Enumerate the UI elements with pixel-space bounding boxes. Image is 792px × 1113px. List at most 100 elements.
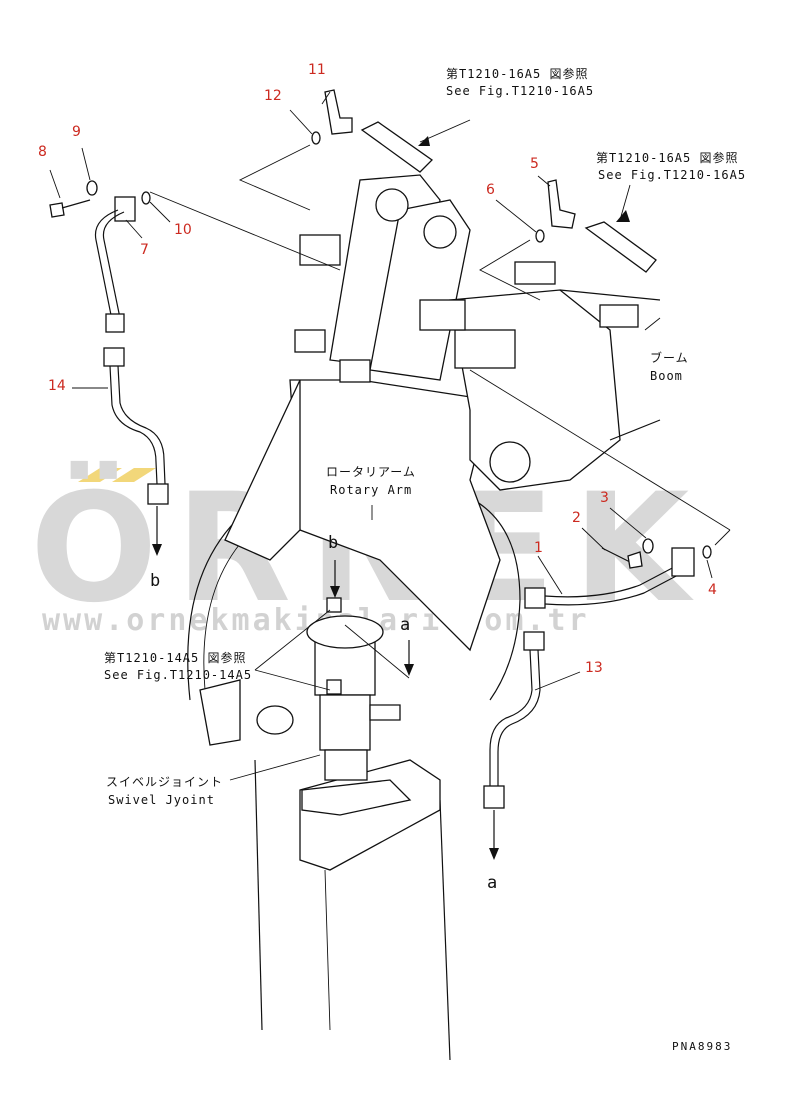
ref-left-leader-2 [254,669,331,691]
bracket-pin-hole-left [375,188,409,222]
column-left-edge [254,759,263,1031]
washer-3 [642,538,654,554]
leader-lines [49,91,731,781]
part-number-3: 3 [600,490,609,506]
oring-4 [702,545,712,559]
leader-1 [537,555,563,595]
washer-9 [86,180,98,196]
side-mount-boss [256,705,294,735]
column-center-edge [324,869,331,1031]
boom-clamp-1 [514,261,556,285]
swivel-label-en: Swivel Jyoint [108,793,215,807]
ref-right-arrow [616,210,630,222]
leader-12 [289,109,313,135]
oring-10 [141,191,151,205]
assembly-line-left [149,191,341,271]
part-number-6: 6 [486,182,495,198]
boom-clamp-2 [599,304,639,328]
rotary-arm-structure [187,174,661,1061]
side-mount-plate [199,679,241,746]
part-number-2: 2 [572,510,581,526]
swivel-label-leader [229,754,321,781]
swivel-side-port [369,704,401,721]
assembly-line-top [238,144,311,211]
leader-2 [581,527,606,551]
ref-top-jp: 第T1210-16A5 図参照 [446,66,588,81]
part-number-4: 4 [708,582,717,598]
tube-7-edge [102,211,125,319]
hose-14-top-fitting [103,347,125,367]
swivel-label-jp: スイベルジョイント [106,775,223,789]
part-number-13: 13 [585,660,603,676]
arrow-a-bottom-head [489,848,499,860]
tube-7-nut [105,313,125,333]
boom-foot-pin [489,441,531,483]
column-head-block [299,759,441,871]
leader-7 [125,219,143,239]
ref-right-jp: 第T1210-16A5 図参照 [596,150,738,165]
boom-bottom-edge [609,419,661,441]
swivel-side-fitting [326,679,342,695]
leader-11 [321,91,331,105]
hose-14-bottom-fitting [147,483,169,505]
boom-label-en: Boom [650,369,683,383]
column-right-edge [439,799,451,1061]
arm-left-plate [224,379,301,561]
ref-top-en: See Fig.T1210-16A5 [446,84,594,98]
hose-14 [109,365,158,485]
reference-labels: 第T1210-16A5 図参照 See Fig.T1210-16A5 第T121… [104,66,745,1053]
tube-1-edge [544,573,681,606]
part-number-14: 14 [48,378,66,394]
tube-7 [94,209,119,321]
assembly-line-boom [469,369,731,531]
part-number-12: 12 [264,88,282,104]
swivel-base-plate [301,779,412,816]
part-number-7: 7 [140,242,149,258]
pipe-assembly-right [483,538,712,860]
bracket-pin-hole-right [423,215,457,249]
swivel-top-fitting [326,597,342,613]
boom-label-leader [644,317,661,331]
oring-12 [311,131,321,145]
right-pipe [584,221,657,273]
pipe-assembly-left [49,180,169,556]
hose-13 [489,649,533,786]
leader-4 [706,559,713,579]
flange-1 [671,547,695,577]
ref-left-jp: 第T1210-14A5 図参照 [104,650,246,665]
upper-left-block [299,234,341,266]
drawing-code: PNA8983 [672,1040,732,1053]
part-number-1: 1 [534,540,543,556]
part-number-5: 5 [530,156,539,172]
swivel-top-flange [306,615,384,649]
part-number-10: 10 [174,222,192,238]
bolt-2-head [627,551,643,569]
bolt-8-head [49,202,65,218]
arrow-a-bottom-label: a [487,873,498,893]
part-number-11: 11 [308,62,326,78]
arm-clamp [294,329,326,353]
ref-right-leader [619,184,631,221]
flange-7 [114,196,136,222]
part-number-8: 8 [38,144,47,160]
leader-9 [81,147,91,181]
swivel-joint [199,597,412,816]
arrow-a-top-head [404,664,414,676]
arrow-b-top-label: b [328,533,339,553]
hose-14-edge [117,365,166,485]
rotary-label-en: Rotary Arm [330,483,412,497]
assembly-line-right [479,239,541,301]
clamp-block [419,299,466,331]
hose-13-top-fitting [523,631,545,651]
part-number-9: 9 [72,124,81,140]
watermark-accent-left [78,468,122,482]
leader-10 [149,201,171,223]
leader-5 [537,175,551,187]
part-numbers: 1 2 3 4 5 6 7 8 9 10 11 12 13 14 [38,62,717,676]
hose-13-edge [497,649,541,786]
boom-label-jp: ブーム [650,350,689,365]
ref-left-en: See Fig.T1210-14A5 [104,668,252,682]
arrow-a-top-link [344,624,410,679]
